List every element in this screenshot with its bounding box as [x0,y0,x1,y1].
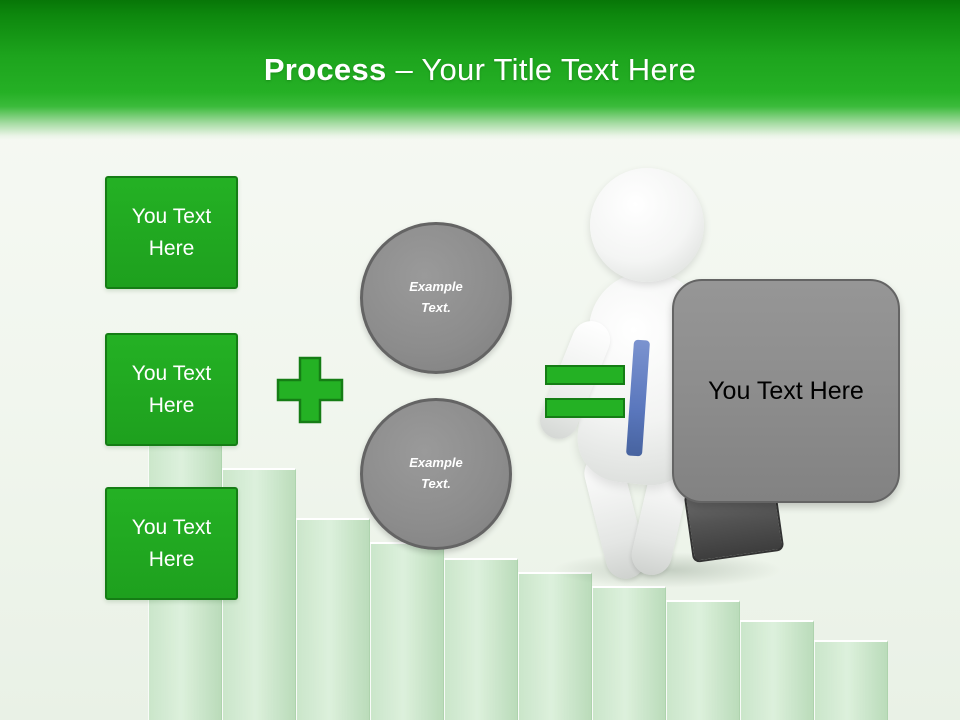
process-box-3: You Text Here [105,487,238,600]
equals-bar [545,365,625,385]
process-box-2: You Text Here [105,333,238,446]
equals-bar [545,398,625,418]
slide-header: Process – Your Title Text Here [0,0,960,140]
chart-bar [592,586,666,720]
process-box-3-label: You Text Here [131,516,212,571]
chart-bar [444,558,518,720]
example-circle-2: Example Text. [360,398,512,550]
chart-bar [296,518,370,720]
process-box-2-label: You Text Here [131,362,212,417]
chart-bar [370,542,444,720]
equals-icon [545,365,625,431]
example-circle-1-label: Example Text. [409,279,463,315]
plus-icon [276,356,344,424]
chart-bar [666,600,740,720]
process-box-1-label: You Text Here [131,205,212,260]
slide-title: Process – Your Title Text Here [0,0,960,88]
example-circle-1: Example Text. [360,222,512,374]
result-box-label: You Text Here [708,376,864,405]
chart-bar [814,640,888,720]
result-box: You Text Here [672,279,900,503]
chart-bar [740,620,814,720]
title-subtitle: – Your Title Text Here [386,52,697,87]
figure-head [590,168,704,282]
example-circle-2-label: Example Text. [409,455,463,491]
chart-bar [518,572,592,720]
title-keyword: Process [263,52,387,87]
process-box-1: You Text Here [105,176,238,289]
